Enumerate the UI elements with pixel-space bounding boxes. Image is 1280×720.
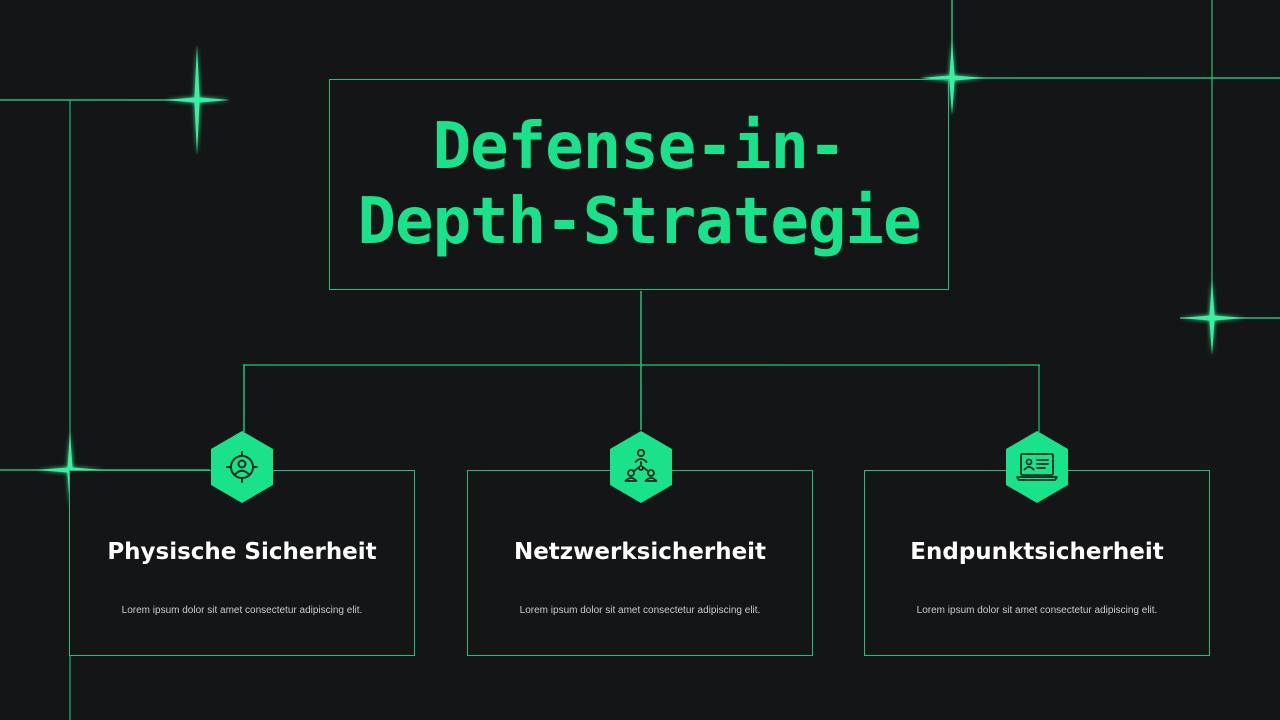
card-heading: Netzwerksicherheit: [513, 539, 767, 565]
page-title: Defense-in-Depth-Strategie: [357, 109, 922, 259]
sparkle-top-left: [165, 45, 230, 155]
target-user-icon: [210, 431, 274, 503]
title-box: Defense-in-Depth-Strategie: [329, 79, 949, 290]
card-text: Lorem ipsum dolor sit amet consectetur a…: [916, 605, 1158, 616]
sparkle-top-right: [920, 40, 985, 115]
sparkle-right: [1180, 280, 1245, 355]
card-text: Lorem ipsum dolor sit amet consectetur a…: [519, 605, 761, 616]
laptop-id-card-icon: [1005, 431, 1069, 503]
card-text: Lorem ipsum dolor sit amet consectetur a…: [121, 605, 363, 616]
card-heading: Physische Sicherheit: [107, 539, 377, 565]
network-users-icon: [609, 431, 673, 503]
card-heading: Endpunktsicherheit: [910, 539, 1164, 565]
